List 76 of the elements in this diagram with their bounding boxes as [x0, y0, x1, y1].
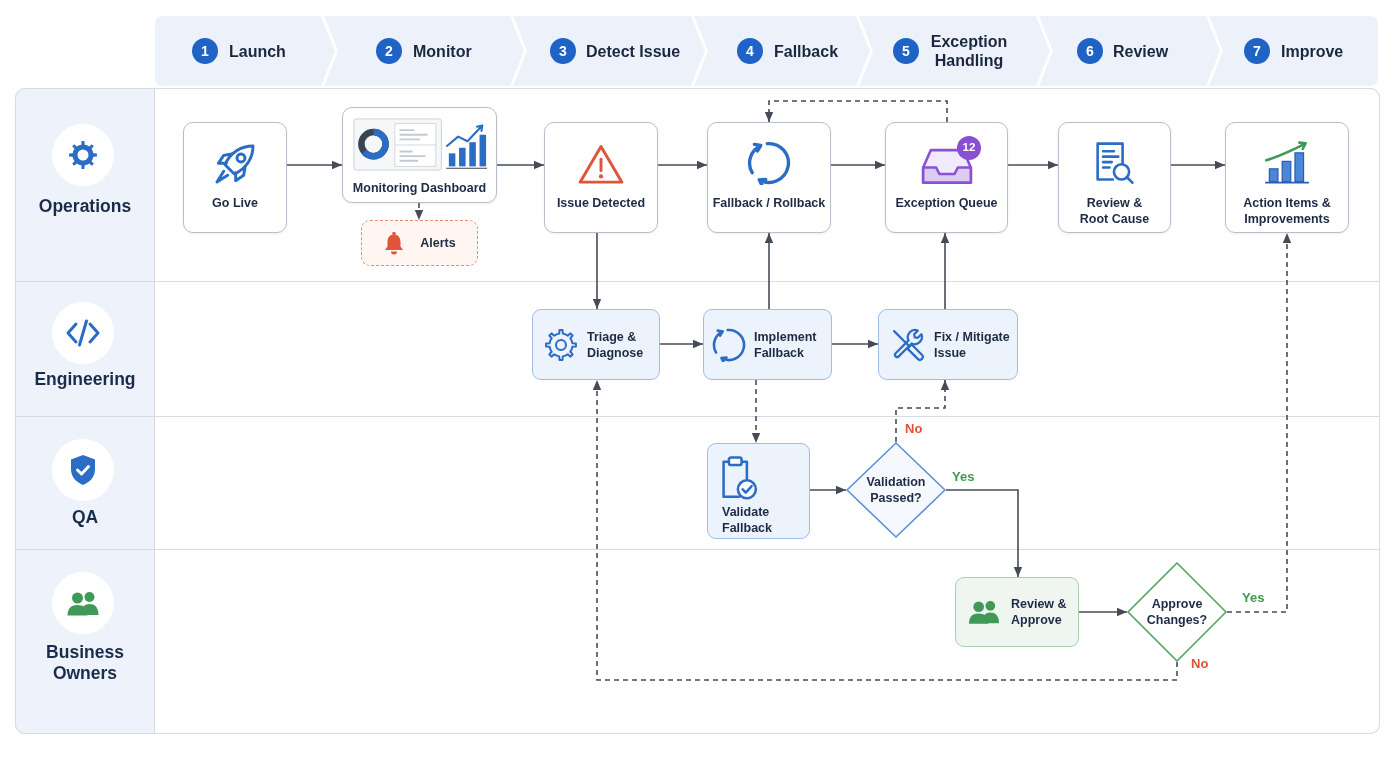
process-box	[885, 122, 1008, 233]
arrow	[659, 339, 704, 349]
node-label: Action Items & Improvements	[1242, 195, 1332, 227]
arrow	[940, 232, 950, 310]
phase-label: Monitor	[413, 41, 472, 61]
dashed-arrow	[1226, 232, 1292, 613]
phase-header	[155, 16, 335, 86]
node-label: Approve Changes?	[1145, 596, 1209, 628]
lane-label: QA	[71, 506, 99, 528]
phase-label: Review	[1113, 41, 1169, 61]
node-label: Issue Detected	[556, 195, 646, 211]
lane-label: Operations	[38, 195, 132, 217]
process-box	[703, 309, 832, 380]
edge-label: Yes	[951, 469, 976, 484]
lane-label: Business Owners	[45, 642, 125, 684]
process-box	[544, 122, 658, 233]
phase-label: Improve	[1281, 41, 1344, 61]
phase-header	[1039, 16, 1220, 86]
arrow	[1078, 607, 1128, 617]
node-label: Review & Approve	[1011, 596, 1068, 628]
arrow	[945, 489, 1023, 578]
dashed-arrow	[414, 202, 424, 221]
phase-header	[694, 16, 870, 86]
edge-label: No	[1190, 656, 1210, 671]
node-label: Alerts	[420, 235, 456, 251]
node-label: Review & Root Cause	[1078, 195, 1151, 227]
swimlane	[15, 88, 1380, 282]
arrow	[831, 339, 879, 349]
process-box	[955, 577, 1079, 647]
arrow	[764, 232, 774, 310]
arrow	[657, 160, 708, 170]
phase-label: Exception Handling	[929, 32, 1009, 70]
phase-label: Detect Issue	[586, 41, 681, 61]
process-box	[1058, 122, 1171, 233]
alert-box	[361, 220, 478, 266]
node-label: Triage & Diagnose	[587, 328, 645, 361]
node-label: Fix / Mitigate Issue	[934, 328, 1011, 361]
process-box	[1225, 122, 1349, 233]
phase-label: Launch	[229, 41, 286, 61]
process-box	[878, 309, 1018, 380]
arrow	[1170, 160, 1226, 170]
process-box	[342, 107, 497, 203]
node-label: Validation Passed?	[865, 474, 927, 506]
edge-label: Yes	[1241, 590, 1266, 605]
process-box	[183, 122, 287, 233]
arrow	[496, 160, 545, 170]
edge-label: No	[904, 421, 924, 436]
process-box	[707, 443, 810, 539]
node-label: Exception Queue	[895, 195, 998, 211]
arrow	[1007, 160, 1059, 170]
phase-label: Fallback	[774, 41, 839, 61]
dashed-arrow	[895, 379, 950, 443]
node-label: Monitoring Dashboard	[352, 180, 487, 196]
swimlane	[15, 417, 1380, 550]
node-label: Fallback / Rollback	[712, 195, 826, 211]
phase-header	[859, 16, 1050, 86]
node-label: Validate Fallback	[722, 504, 774, 536]
node-label: Go Live	[212, 195, 258, 211]
arrow	[830, 160, 886, 170]
node-label: Implement Fallback	[754, 328, 818, 361]
process-box	[707, 122, 831, 233]
phase-header	[1209, 16, 1378, 86]
arrow	[592, 232, 602, 310]
phase-header	[324, 16, 524, 86]
dashed-arrow	[751, 379, 761, 444]
phase-header	[513, 16, 705, 86]
dashed-arrow	[592, 379, 1178, 681]
swimlane	[15, 550, 1380, 734]
dashed-arrow	[764, 100, 948, 123]
process-box	[532, 309, 660, 380]
swimlane	[15, 282, 1380, 417]
decision-diamond	[846, 442, 946, 538]
notification-count: 12	[957, 136, 981, 160]
lane-label: Engineering	[34, 368, 136, 390]
arrow	[286, 160, 343, 170]
arrow	[809, 485, 847, 495]
